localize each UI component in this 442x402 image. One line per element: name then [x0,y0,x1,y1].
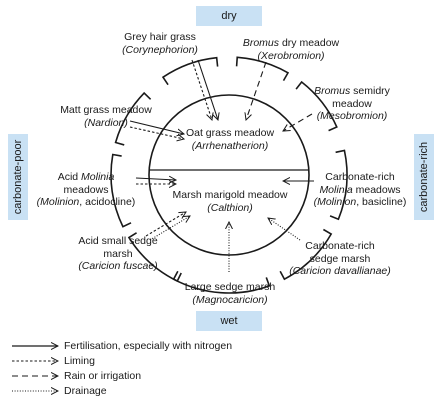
center-circle [148,94,310,256]
outer-arcs [110,56,348,294]
arc-acid-molinia [110,153,132,228]
arc-bromus-semidry [295,80,338,132]
label-bromus-dry: Bromus dry meadow (Xerobromion) [242,37,340,62]
arrow-acid-sedge-liming [145,212,186,237]
arc-carbonate-sedge [279,228,333,281]
label-grey-hair-grass: Grey hair grass (Corynephorion) [122,31,198,56]
arc-matt-grass [114,91,152,146]
label-acid-molinia: Acid Molinia meadows (Molinion, acidocli… [36,171,136,208]
arrow-bromus-dry-rain [246,61,267,120]
label-bromus-semidry: Bromus semidry meadow (Mesobromion) [314,85,390,122]
marsh-marigold-latin: (Calthion) [207,201,253,214]
arc-bromus-dry [235,56,290,82]
center-lower-label: Marsh marigold meadow (Calthion) [160,189,300,214]
label-carbonate-sedge: Carbonate-rich sedge marsh (Caricion dav… [289,240,391,277]
arrow-bromus-semidry-rain [283,113,313,131]
arc-carbonate-molinia [329,149,348,221]
oat-grass-name: Oat grass meadow [185,127,275,139]
legend-item-rain: Rain or irrigation [12,370,142,382]
label-large-sedge: Large sedge marsh (Magnocaricion) [184,281,276,306]
center-upper-label: Oat grass meadow (Arrhenatherion) [170,127,290,152]
axis-top-label: dry [196,6,262,26]
arrow-matt-grass-liming [129,126,184,139]
arc-grey-hair [161,56,219,86]
arrow-grey-hair-fertilisation [197,59,218,120]
legend-item-drainage: Drainage [12,385,107,397]
legend-item-liming: Liming [12,355,95,367]
arc-large-sedge [172,270,271,294]
arrows [129,59,314,272]
legend-item-fertilisation: Fertilisation, especially with nitrogen [12,340,233,352]
oat-grass-latin: (Arrhenatherion) [191,139,269,152]
marsh-marigold-name: Marsh marigold meadow [172,189,288,201]
arrow-acid-molinia-fertilisation [135,178,176,180]
arrow-grey-hair-liming [191,59,212,120]
axis-bottom-label: wet [196,311,262,331]
label-matt-grass: Matt grass meadow (Nardion) [60,104,152,129]
axis-left-label: carbonate-poor [8,134,28,220]
label-carbonate-molinia: Carbonate-rich Molinia meadows (Molinion… [313,171,407,208]
arrow-matt-grass-fertilisation [129,120,184,134]
label-acid-sedge: Acid small sedge marsh (Caricion fuscae) [78,235,158,272]
axis-right-label: carbonate-rich [414,134,434,220]
